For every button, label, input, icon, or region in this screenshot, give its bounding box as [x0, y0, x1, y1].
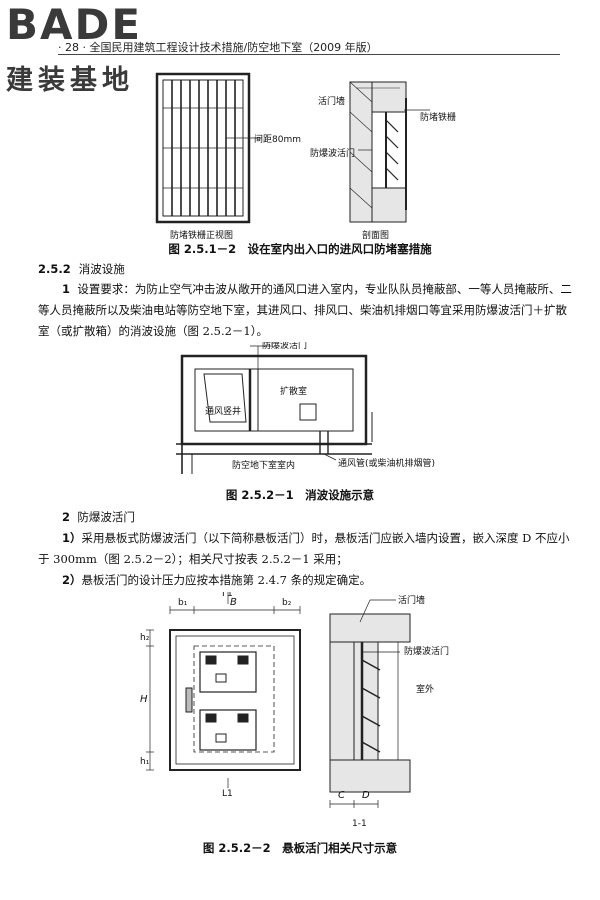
- section-title: 消波设施: [78, 262, 125, 276]
- para-4-number: 2）: [62, 573, 82, 587]
- section-name: 1-1: [352, 819, 367, 829]
- dim-D: D: [362, 790, 370, 801]
- dim-B: B: [230, 597, 237, 608]
- para-1-number: 1: [62, 282, 71, 296]
- paragraph-1: 1 设置要求：为防止空气冲击波从敞开的通风口进入室内，专业队队员掩蔽部、一等人员…: [38, 279, 578, 342]
- brand-logo-cn: 建装基地: [6, 65, 134, 96]
- grille-section-view: [349, 81, 430, 223]
- running-title: 全国民用建筑工程设计技术措施/防空地下室（2009 年版）: [89, 41, 378, 54]
- valve-label: 防爆波活门: [310, 147, 355, 159]
- para-3-text: 采用悬板式防爆波活门（以下简称悬板活门）时，悬板活门应嵌入墙内设置，嵌入深度 D…: [38, 531, 570, 566]
- dim-h1: h₁: [140, 757, 150, 767]
- dim-b2: b₂: [282, 598, 292, 608]
- wave-elimination-diagram: [176, 345, 373, 474]
- dim-b1: b₁: [178, 598, 188, 608]
- valve-label: 防爆波活门: [262, 342, 307, 351]
- outside-label: 室外: [416, 683, 434, 695]
- dim-H: H: [140, 694, 148, 705]
- para-2-number: 2: [62, 510, 71, 524]
- front-view-caption: 防堵铁栅正视图: [170, 229, 233, 241]
- figure-2-5-2-2: b₁ B b₂ h₂ H h₁ Γ1 L1 活门墙 防爆波活门 室外 C D 1…: [140, 592, 449, 829]
- section-heading: 2.5.2 消波设施: [38, 259, 578, 280]
- brand-logo: BADE 建装基地: [6, 4, 142, 96]
- para-1-text: 设置要求：为防止空气冲击波从敞开的通风口进入室内，专业队队员掩蔽部、一等人员掩蔽…: [38, 282, 572, 338]
- dim-h2: h₂: [140, 633, 150, 643]
- section-mark-top: Γ1: [222, 592, 233, 599]
- hanging-valve-section: [329, 599, 411, 808]
- section-number: 2.5.2: [38, 262, 71, 276]
- paragraph-3: 1）采用悬板式防爆波活门（以下简称悬板活门）时，悬板活门应嵌入墙内设置，嵌入深度…: [38, 528, 578, 570]
- figure-caption-2-5-2-2: 图 2.5.2－2 悬板活门相关尺寸示意: [202, 841, 398, 855]
- indoor-label: 防空地下室室内: [232, 459, 295, 471]
- running-header: · 28 · 全国民用建筑工程设计技术措施/防空地下室（2009 年版）: [58, 39, 378, 55]
- para-4-text: 悬板活门的设计压力应按本措施第 2.4.7 条的规定确定。: [81, 573, 372, 587]
- valve-label: 防爆波活门: [404, 645, 449, 657]
- para-3-number: 1）: [62, 531, 82, 545]
- page-number: · 28 ·: [58, 41, 86, 54]
- vent-shaft-label: 通风竖井: [205, 405, 241, 417]
- wall-label: 活门墙: [398, 594, 425, 606]
- dim-C: C: [338, 790, 345, 801]
- paragraph-2: 2 防爆波活门: [38, 507, 578, 528]
- wall-label: 活门墙: [318, 95, 345, 107]
- figure-2-5-1-2: 间距80mm 防堵铁栅正视图 活门墙 防堵铁栅 防爆波活门 剖面图: [155, 72, 456, 241]
- hanging-valve-front: [146, 592, 301, 788]
- section-view-caption: 剖面图: [362, 229, 389, 241]
- grille-front-view: [155, 72, 262, 224]
- brand-logo-text: BADE: [6, 0, 143, 49]
- figure-caption-2-5-2-1: 图 2.5.2－1 消波设施示意: [225, 488, 375, 502]
- pipe-label: 通风管(或柴油机排烟管): [338, 457, 435, 469]
- diffusion-room-label: 扩散室: [280, 385, 307, 397]
- spacing-label: 间距80mm: [254, 133, 301, 145]
- figure-caption-2-5-1-2: 图 2.5.1－2 设在室内出入口的进风口防堵塞措施: [168, 242, 432, 256]
- figure-2-5-2-1: 防爆波活门 扩散室 通风竖井 防空地下室室内 通风管(或柴油机排烟管): [176, 342, 435, 474]
- paragraph-4: 2）悬板活门的设计压力应按本措施第 2.4.7 条的规定确定。: [38, 570, 578, 591]
- grille-label: 防堵铁栅: [420, 111, 456, 123]
- section-mark-bottom: L1: [222, 789, 233, 799]
- para-2-text: 防爆波活门: [77, 510, 135, 524]
- header-rule: [58, 54, 560, 55]
